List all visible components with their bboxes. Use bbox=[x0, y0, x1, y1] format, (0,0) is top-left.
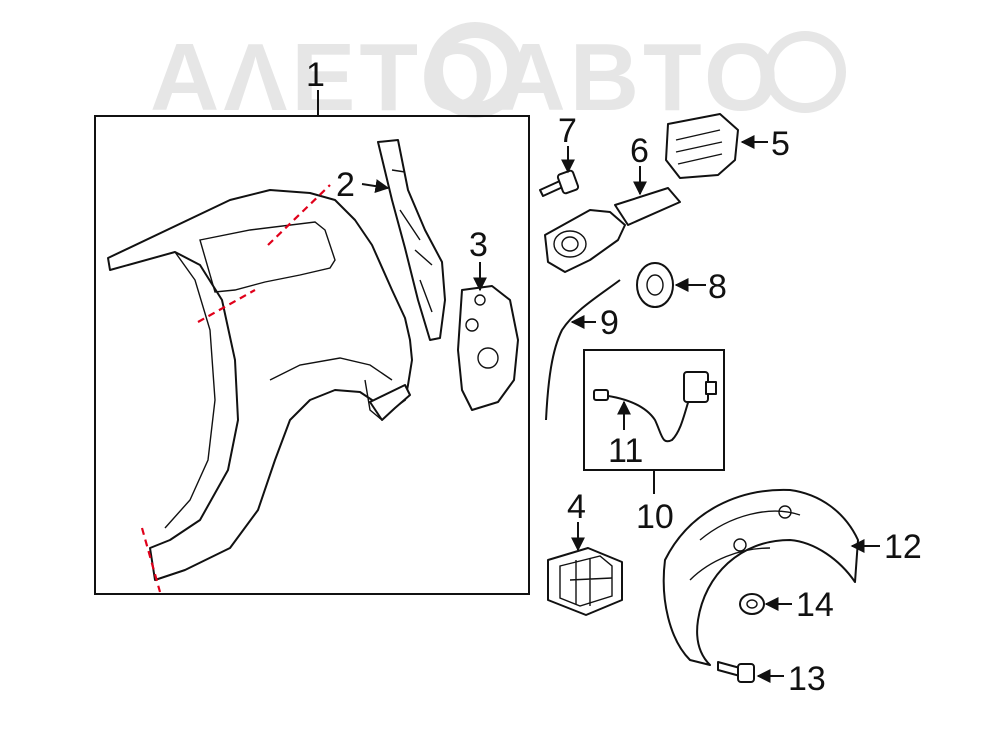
callout-5: 5 bbox=[771, 125, 790, 163]
wheel-liner-part bbox=[662, 488, 859, 666]
fuel-housing-bracket-part bbox=[457, 285, 519, 411]
fuel-door-part bbox=[665, 113, 739, 179]
leader-2 bbox=[361, 179, 390, 194]
callout-1: 1 bbox=[306, 56, 325, 94]
callout-2: 2 bbox=[336, 166, 355, 204]
bolt-part-7 bbox=[539, 169, 580, 197]
pressure-vent-part bbox=[547, 547, 623, 616]
callout-7: 7 bbox=[558, 112, 577, 150]
callout-10: 10 bbox=[636, 498, 674, 536]
callout-13: 13 bbox=[788, 660, 826, 698]
cut-line-upper bbox=[267, 184, 331, 246]
part-1-group-frame bbox=[94, 115, 530, 595]
inner-pillar-part bbox=[377, 139, 446, 341]
fuel-filler-housing-part bbox=[544, 187, 681, 273]
callout-12: 12 bbox=[884, 528, 922, 566]
grommet-part bbox=[636, 262, 674, 308]
gear-watermark-icon bbox=[427, 22, 523, 118]
part-10-group-frame bbox=[583, 349, 725, 471]
quarter-panel-part bbox=[107, 189, 413, 581]
callout-11: 11 bbox=[608, 432, 643, 470]
release-cable-part bbox=[545, 279, 621, 421]
callout-9: 9 bbox=[600, 304, 619, 342]
callout-3: 3 bbox=[469, 226, 488, 264]
cut-line-middle bbox=[197, 289, 256, 323]
callout-6: 6 bbox=[630, 132, 649, 170]
fuel-door-actuator-part bbox=[593, 371, 717, 443]
screw-part bbox=[717, 661, 755, 683]
callout-4: 4 bbox=[567, 488, 586, 526]
globe-watermark-icon bbox=[764, 31, 846, 113]
callout-14: 14 bbox=[796, 586, 834, 624]
push-nut-part bbox=[739, 593, 765, 615]
callout-8: 8 bbox=[708, 268, 727, 306]
